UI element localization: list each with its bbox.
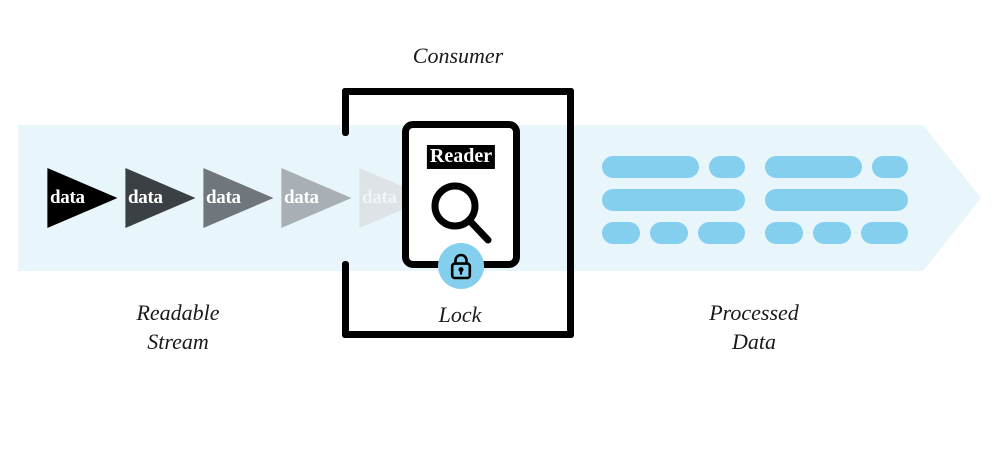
- lock-caption: Lock: [438, 302, 482, 327]
- bar: [765, 156, 862, 178]
- data-chip-label: data: [206, 187, 241, 208]
- consumer-title: Consumer: [412, 43, 504, 68]
- data-chip: data: [280, 164, 352, 232]
- consumer-border-bottom: [342, 331, 574, 338]
- bar: [765, 222, 803, 244]
- bar: [708, 156, 745, 178]
- reader-badge: Reader: [426, 145, 496, 169]
- bar: [602, 189, 745, 211]
- lock-icon: [450, 253, 472, 280]
- data-chip: data: [202, 164, 274, 232]
- lock-badge: [438, 243, 484, 289]
- bar: [860, 222, 908, 244]
- processed-data-bars: [602, 156, 908, 244]
- data-chip-label: data: [128, 187, 163, 208]
- readable-stream-caption: Readable Stream: [136, 300, 220, 355]
- consumer-border-top: [342, 88, 574, 95]
- bar: [871, 156, 908, 178]
- data-chip-label: data: [362, 187, 397, 208]
- magnifier-icon: [431, 182, 492, 244]
- data-chip-label: data: [50, 187, 85, 208]
- bar-row: [602, 156, 908, 178]
- bar-row: [602, 222, 908, 244]
- bar: [765, 189, 908, 211]
- bar: [812, 222, 851, 244]
- data-chip: data: [46, 164, 118, 232]
- bar: [602, 222, 640, 244]
- data-chip-label: data: [284, 187, 319, 208]
- bar: [602, 156, 699, 178]
- reader-card: Reader: [402, 121, 520, 268]
- bar: [697, 222, 745, 244]
- data-chip: data: [124, 164, 196, 232]
- processed-data-caption: Processed Data: [709, 300, 799, 355]
- bar: [649, 222, 688, 244]
- bar-row: [602, 189, 908, 211]
